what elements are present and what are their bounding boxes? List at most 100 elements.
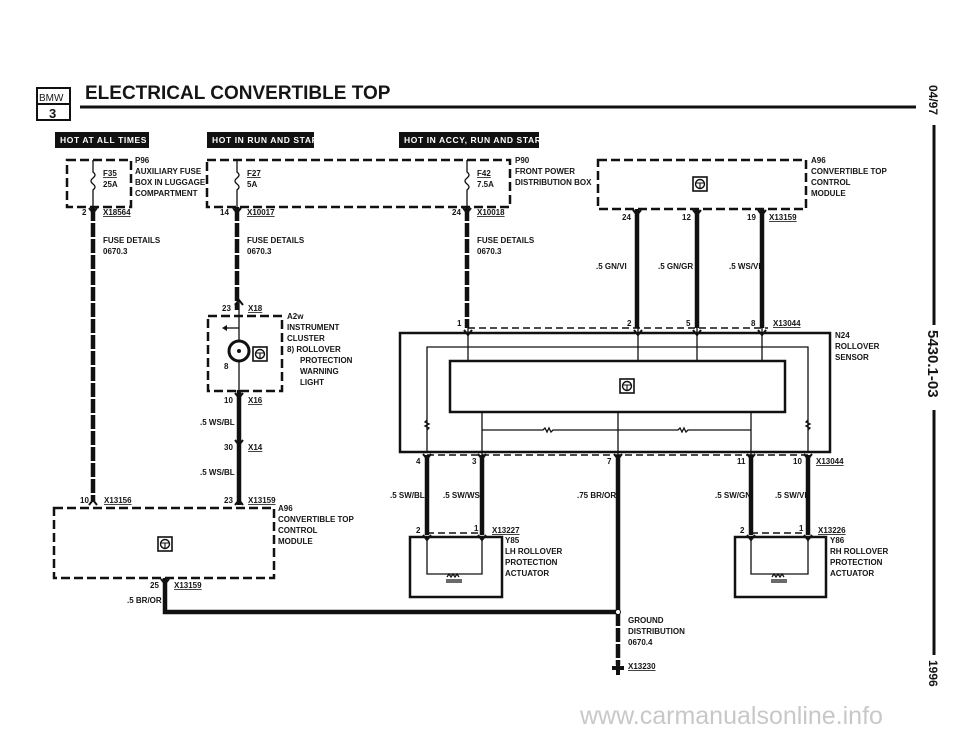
connector-id: X13230 bbox=[628, 662, 656, 671]
fuse-details-ref: 0670.3 bbox=[103, 247, 128, 256]
banner-label: HOT IN RUN AND START bbox=[212, 135, 324, 145]
wire-color-label: .5 GN/VI bbox=[596, 262, 627, 271]
component-label: COMPARTMENT bbox=[135, 189, 198, 198]
fuse-rating: 7.5A bbox=[477, 180, 494, 189]
connector-id: X13226 bbox=[818, 526, 846, 535]
connector-id: X18 bbox=[248, 304, 263, 313]
banner-hot-in-accy-run-and-start: HOT IN ACCY, RUN AND START bbox=[399, 132, 547, 148]
component-label: CONTROL bbox=[811, 178, 851, 187]
pin-marker bbox=[477, 453, 487, 461]
control-unit-icon bbox=[692, 176, 708, 192]
pin-number: 8 bbox=[751, 319, 756, 328]
wire-color-label: .5 SW/GN bbox=[715, 491, 751, 500]
wire-color-label: .5 WS/VI bbox=[729, 262, 761, 271]
a96-module-top: A96 CONVERTIBLE TOP CONTROL MODULE bbox=[596, 156, 888, 211]
p96-fuse-box: F35 25A P96 AUXILIARY FUSE BOX IN LUGGAG… bbox=[65, 156, 206, 209]
pin-marker bbox=[160, 578, 170, 586]
pin-number: 19 bbox=[747, 213, 756, 222]
pin-number: 10 bbox=[80, 496, 89, 505]
pin-number: 14 bbox=[220, 208, 229, 217]
component-label: CONVERTIBLE TOP bbox=[278, 515, 355, 524]
component-label: CONTROL bbox=[278, 526, 318, 535]
control-unit-icon bbox=[252, 346, 268, 362]
component-id: A2w bbox=[287, 312, 304, 321]
fuse-details-ref: 0670.3 bbox=[477, 247, 502, 256]
fuse-details-refs: FUSE DETAILS 0670.3 FUSE DETAILS 0670.3 … bbox=[103, 236, 535, 256]
pin-marker bbox=[462, 207, 472, 215]
ground-label: DISTRIBUTION bbox=[628, 627, 685, 636]
component-label: DISTRIBUTION BOX bbox=[515, 178, 592, 187]
pin-marker bbox=[422, 534, 432, 542]
pin-markers bbox=[88, 207, 813, 586]
resistor-icon bbox=[423, 419, 812, 431]
connector-id: X14 bbox=[248, 443, 263, 452]
fuse-rating: 25A bbox=[103, 180, 118, 189]
component-id: Y86 bbox=[830, 536, 845, 545]
control-unit-icon bbox=[619, 378, 635, 394]
component-label: ROLLOVER bbox=[835, 342, 880, 351]
connector-id: X10017 bbox=[247, 208, 275, 217]
banner-hot-in-run-and-start: HOT IN RUN AND START bbox=[207, 132, 324, 148]
pin-number: 10 bbox=[224, 396, 233, 405]
component-label: CLUSTER bbox=[287, 334, 325, 343]
y85-lh-actuator: Y85 LH ROLLOVER PROTECTION ACTUATOR bbox=[408, 532, 563, 599]
pin-marker bbox=[613, 453, 623, 461]
component-label: FRONT POWER bbox=[515, 167, 575, 176]
ground-label: GROUND bbox=[628, 616, 664, 625]
pin-marker bbox=[88, 207, 98, 215]
watermark: www.carmanualsonline.info bbox=[579, 702, 883, 730]
banner-label: HOT AT ALL TIMES bbox=[60, 135, 147, 145]
pin-number: 23 bbox=[222, 304, 231, 313]
model-year: 1996 bbox=[926, 660, 940, 687]
pin-number: 5 bbox=[686, 319, 691, 328]
page-number: 5430.1-03 bbox=[924, 330, 941, 398]
pin-marker bbox=[232, 207, 242, 215]
revision-date: 04/97 bbox=[926, 85, 940, 115]
wire-labels: .5 GN/VI .5 GN/GR .5 WS/VI .5 WS/BL .5 W… bbox=[127, 262, 807, 605]
connector-labels: 2 X18564 14 X10017 24 X10018 24 12 19 X1… bbox=[80, 208, 846, 590]
connector-id: X13159 bbox=[769, 213, 797, 222]
fuse-id: F35 bbox=[103, 169, 117, 178]
wire-color-label: .5 BR/OR bbox=[127, 596, 162, 605]
component-id: N24 bbox=[835, 331, 850, 340]
pin-number: 2 bbox=[416, 526, 421, 535]
wire-color-label: .5 GN/GR bbox=[658, 262, 693, 271]
connector-id: X13156 bbox=[104, 496, 132, 505]
pin-number: 2 bbox=[82, 208, 87, 217]
pin-number: 2 bbox=[740, 526, 745, 535]
component-label: PROTECTION bbox=[505, 558, 558, 567]
banner-label: HOT IN ACCY, RUN AND START bbox=[404, 135, 547, 145]
page-title: ELECTRICAL CONVERTIBLE TOP bbox=[85, 83, 391, 104]
page-margin: 04/97 5430.1-03 1996 bbox=[924, 85, 941, 687]
pin-marker bbox=[234, 498, 244, 506]
component-label: MODULE bbox=[811, 189, 846, 198]
banner-hot-at-all-times: HOT AT ALL TIMES bbox=[55, 132, 149, 148]
wire-color-label: .5 SW/BL bbox=[390, 491, 425, 500]
ground-distribution: GROUND DISTRIBUTION 0670.4 X13230 bbox=[628, 616, 685, 671]
p90-fuse-box: F27 5A F42 7.5A P90 FRONT POWER DISTRIBU… bbox=[205, 156, 592, 209]
logo-series: 3 bbox=[49, 106, 56, 121]
fuse-id: F42 bbox=[477, 169, 491, 178]
component-label: ACTUATOR bbox=[505, 569, 549, 578]
pin-marker bbox=[803, 534, 813, 542]
pin-number: 1 bbox=[474, 524, 479, 533]
component-label: LIGHT bbox=[300, 378, 324, 387]
bmw-logo: BMW 3 bbox=[36, 87, 71, 121]
solenoid-icon bbox=[771, 572, 787, 583]
pin-number: 11 bbox=[737, 457, 746, 466]
wires bbox=[90, 207, 811, 675]
pin-number: 8 bbox=[224, 362, 229, 371]
component-label: WARNING bbox=[300, 367, 339, 376]
pin-marker bbox=[463, 329, 473, 337]
pin-marker bbox=[692, 329, 702, 337]
pin-marker bbox=[757, 209, 767, 217]
component-label: SENSOR bbox=[835, 353, 869, 362]
pin-number: 2 bbox=[627, 319, 632, 328]
fuse-details-label: FUSE DETAILS bbox=[103, 236, 161, 245]
component-id: P96 bbox=[135, 156, 150, 165]
control-unit-icon bbox=[157, 536, 173, 552]
pin-marker bbox=[757, 329, 767, 337]
fuse-id: F27 bbox=[247, 169, 261, 178]
pin-marker bbox=[234, 392, 244, 400]
